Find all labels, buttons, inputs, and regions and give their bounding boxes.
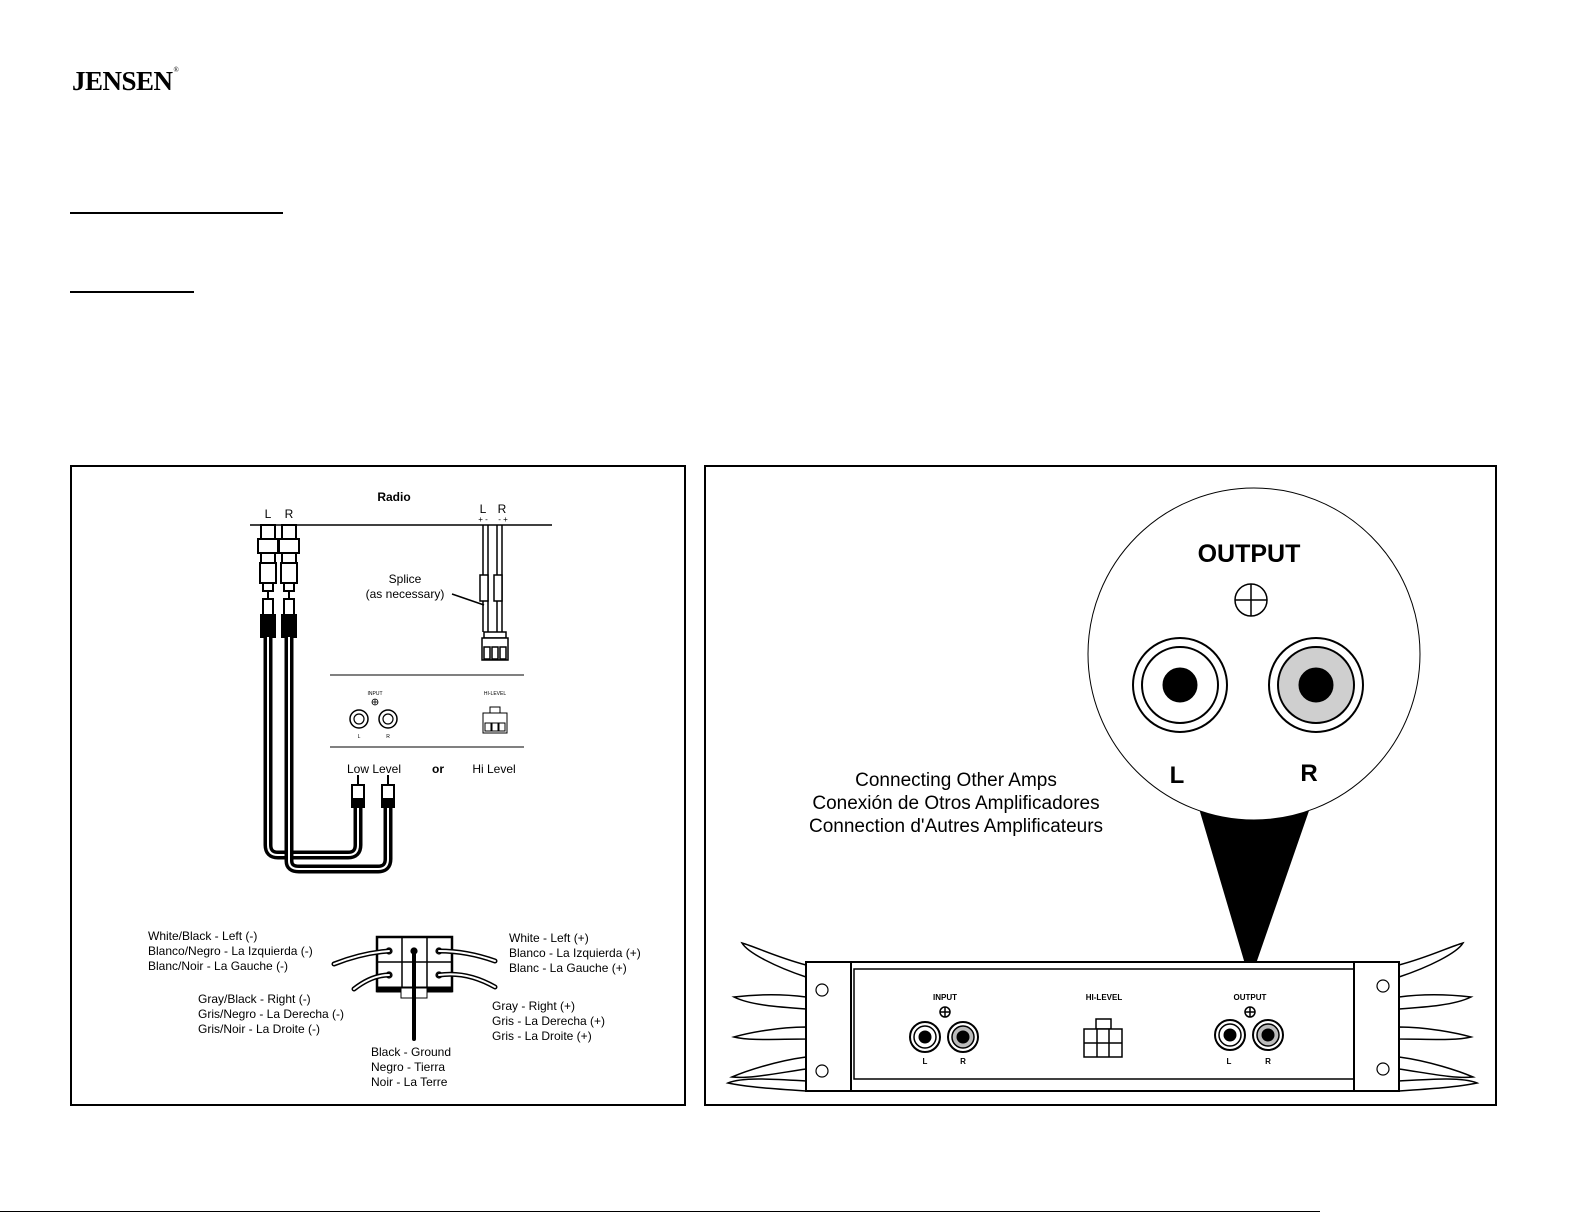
output-title: OUTPUT (1198, 540, 1301, 568)
amp-output-l-label: L (1227, 1057, 1232, 1066)
harness-wires (331, 948, 498, 1041)
hi-left-label: L (480, 502, 487, 516)
amp-hilevel-socket (482, 706, 508, 734)
amp-heatsink-fins-right (1398, 941, 1480, 1092)
cable-right-inner (288, 637, 389, 870)
rca-right-label: R (285, 507, 294, 521)
amp-jack-l-label: L (358, 734, 361, 740)
hi-left-polarity: + - (478, 515, 488, 524)
cable-left-inner (267, 637, 359, 856)
wire-white-black-en: White/Black - Left (-) (148, 929, 257, 943)
caption-es: Conexión de Otros Amplificadores (812, 793, 1099, 814)
amp-output-polarity-icon (1244, 1006, 1256, 1018)
registered-mark: ® (173, 66, 179, 74)
hi-level-label: Hi Level (472, 762, 515, 776)
connecting-other-amps-diagram: OUTPUT L R Connecting Other Amps Conexió… (704, 465, 1497, 1106)
output-diagram-svg: OUTPUT L R Connecting Other Amps Conexió… (725, 487, 1480, 1092)
caption-fr: Connection d'Autres Amplificateurs (809, 816, 1103, 837)
wire-gray-es: Gris - La Derecha (+) (492, 1014, 605, 1028)
wire-gray-en: Gray - Right (+) (492, 999, 575, 1013)
radio-rca-plugs (260, 591, 297, 638)
wire-gray-black-en: Gray/Black - Right (-) (198, 992, 311, 1006)
wire-gray-fr: Gris - La Droite (+) (492, 1029, 592, 1043)
amp-input-r-label: R (960, 1057, 966, 1066)
caption-en: Connecting Other Amps (855, 770, 1057, 791)
amp-input-label: INPUT (933, 993, 957, 1002)
section-heading-rule-2 (70, 291, 194, 293)
amp-input-label: INPUT (368, 691, 383, 697)
output-jack-l (1132, 637, 1228, 733)
magnifier-pointer (1198, 805, 1311, 981)
low-level-hi-level-wiring-diagram: Radio L R L R + - - + Splice (as necessa… (70, 465, 686, 1106)
output-polarity-icon (1234, 583, 1268, 617)
amp-hilevel-label: HI-LEVEL (484, 691, 506, 697)
amp-output-r-label: R (1265, 1057, 1271, 1066)
amp-output-label: OUTPUT (1234, 993, 1267, 1002)
rca-left-label: L (265, 507, 272, 521)
radio-label: Radio (377, 490, 410, 504)
wire-gray-black-fr: Gris/Noir - La Droite (-) (198, 1022, 320, 1036)
splice-label-line1: Splice (389, 572, 422, 586)
magnified-output-circle (1087, 487, 1421, 821)
section-heading-rule-1 (70, 212, 283, 214)
wire-black-es: Negro - Tierra (371, 1060, 445, 1074)
cable-right (284, 637, 393, 874)
output-l-label: L (1170, 762, 1185, 789)
wire-black-en: Black - Ground (371, 1045, 451, 1059)
amp-input-l-label: L (923, 1057, 928, 1066)
amp-hilevel-socket (1083, 1018, 1123, 1058)
amp-polarity-icon (371, 698, 379, 706)
cable-left (263, 637, 363, 860)
splice-pointer (451, 593, 485, 606)
amp-rca-plugs (351, 775, 395, 808)
wire-black-fr: Noir - La Terre (371, 1075, 448, 1089)
brand-logo: JENSEN® (72, 66, 179, 97)
amp-end-cap-right (1353, 961, 1400, 1092)
radio-rca-jacks (257, 524, 300, 592)
amp-output-jacks (1214, 1019, 1284, 1051)
amp-end-cap-left (805, 961, 852, 1092)
wire-white-black-es: Blanco/Negro - La Izquierda (-) (148, 944, 313, 958)
amp-mount-holes (815, 979, 1390, 1078)
low-level-label: Low Level (347, 762, 401, 776)
amp-input-jacks (349, 709, 398, 729)
wiring-diagram-svg: Radio L R L R + - - + Splice (as necessa… (148, 490, 641, 1089)
hi-level-plug (481, 631, 509, 661)
brand-logo-text: JENSEN (72, 66, 173, 96)
wire-white-fr: Blanc - La Gauche (+) (509, 961, 627, 975)
or-label: or (432, 762, 444, 776)
amp-hilevel-label: HI-LEVEL (1086, 993, 1123, 1002)
wire-white-es: Blanco - La Izquierda (+) (509, 946, 641, 960)
output-r-label: R (1300, 760, 1317, 787)
hi-right-polarity: - + (498, 515, 508, 524)
wire-white-en: White - Left (+) (509, 931, 589, 945)
splice-connectors (479, 574, 503, 602)
amp-jack-r-label: R (386, 734, 390, 740)
amp-heatsink-fins-left (725, 941, 807, 1092)
splice-label-line2: (as necessary) (366, 587, 445, 601)
hi-right-label: R (498, 502, 507, 516)
amp-input-polarity-icon (939, 1006, 951, 1018)
amp-input-jacks (909, 1021, 979, 1053)
footer-rule (0, 1211, 1320, 1212)
output-jack-r (1268, 637, 1364, 733)
wire-gray-black-es: Gris/Negro - La Derecha (-) (198, 1007, 344, 1021)
wire-white-black-fr: Blanc/Noir - La Gauche (-) (148, 959, 288, 973)
